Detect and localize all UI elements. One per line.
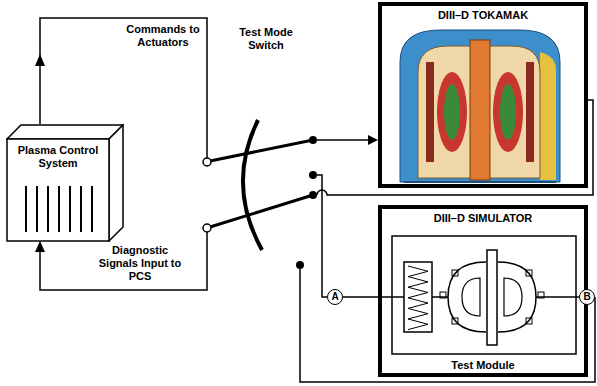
signal-label: Commands to Actuators xyxy=(122,23,204,49)
switch-label: Test Mode Switch xyxy=(226,26,306,52)
coil-section xyxy=(526,270,532,276)
box-title: DIII–D SIMULATOR xyxy=(434,212,533,225)
signal-wires xyxy=(40,18,595,382)
tokamak-box: DIII–D TOKAMAK xyxy=(378,2,588,188)
tokamak-illustration xyxy=(400,30,560,182)
cabinet-outline xyxy=(6,124,124,242)
signal-wire xyxy=(343,296,378,298)
port-marker: B xyxy=(579,289,595,305)
coil-section xyxy=(452,270,458,276)
control-system-box: Plasma Control System xyxy=(6,124,124,242)
simulator-box: DIII–D SIMULATOR Test Module xyxy=(378,205,588,377)
port-letter: B xyxy=(583,292,590,302)
module-label: Test Module xyxy=(451,359,514,372)
test-mode-switch xyxy=(203,120,317,269)
coil-section xyxy=(526,318,532,324)
signal-label: Diagnostic Signals Input to PCS xyxy=(98,244,182,283)
box-title: DIII–D TOKAMAK xyxy=(438,9,528,22)
simulator-illustration xyxy=(382,236,579,354)
port-letter: A xyxy=(331,292,338,302)
port-marker: A xyxy=(327,289,343,305)
coil-section xyxy=(440,292,446,298)
coil-section xyxy=(452,318,458,324)
box-title: Plasma Control System xyxy=(8,144,108,170)
